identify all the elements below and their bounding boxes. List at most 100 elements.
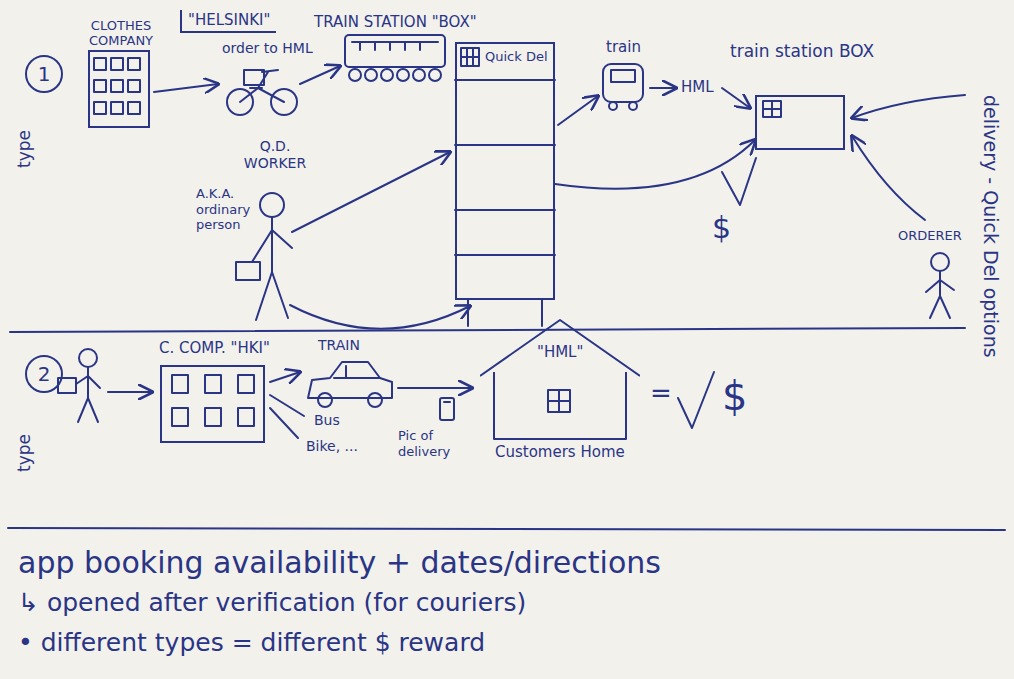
- car: [334, 366, 380, 378]
- station-box: train station BOX: [755, 95, 845, 150]
- type-note: type: [14, 434, 34, 472]
- flow-arrow: [154, 84, 218, 92]
- train-wagons: [365, 69, 377, 81]
- building-windows: [111, 102, 123, 114]
- type-number-circle: 1: [25, 55, 63, 93]
- locker-compartments: [468, 300, 542, 326]
- building-windows: [94, 58, 106, 70]
- train-wagons: [397, 69, 409, 81]
- company-building: CLOTHES COMPANY: [88, 50, 150, 128]
- flow-arrow: [852, 95, 965, 118]
- flow-arrow: [650, 87, 676, 89]
- city-tag: "HELSINKI": [180, 10, 276, 33]
- building-windows: [128, 102, 140, 114]
- courier-bike: [244, 70, 264, 85]
- house-line: [548, 390, 570, 412]
- house-line: [480, 320, 640, 376]
- flow-arrow: [292, 152, 450, 232]
- order-note: order to HML: [222, 40, 313, 57]
- sender-figure: [58, 349, 100, 422]
- feature-note: ↳ opened after verification (for courier…: [18, 588, 526, 618]
- building-windows: [205, 375, 221, 393]
- node-subtext: Customers Home: [495, 444, 625, 461]
- node-text: TRAIN STATION "BOX": [314, 14, 477, 31]
- train-wagons: [345, 35, 445, 67]
- building-windows: [172, 408, 188, 426]
- flow-arrow: [852, 136, 925, 220]
- worker-figure: [252, 217, 292, 320]
- feature-note: app booking availability + dates/directi…: [18, 545, 661, 581]
- node-text: CLOTHES COMPANY: [78, 19, 164, 49]
- courier-bike: [240, 70, 284, 102]
- worker-figure: [236, 262, 260, 280]
- locker-compartments: [455, 48, 555, 326]
- small-train: [603, 64, 643, 110]
- node-text: Quick Del: [485, 50, 548, 65]
- car: [308, 362, 392, 398]
- customer-house: "HML"Customers Home: [480, 318, 640, 440]
- orderer-figure: [926, 271, 954, 318]
- photo-note: Pic of delivery: [398, 428, 472, 459]
- building-windows: [205, 408, 221, 426]
- node-text: 2: [38, 363, 51, 386]
- feature-note: • different types = different $ reward: [18, 628, 485, 658]
- phone-icon: [440, 398, 454, 420]
- type-note: type: [14, 130, 34, 168]
- node-text: 1: [38, 63, 51, 86]
- transport-option: Bike, ...: [306, 438, 358, 455]
- payment-sign: $: [722, 372, 747, 420]
- building-windows: [128, 58, 140, 70]
- small-train: [603, 64, 643, 102]
- train-wagons: [429, 69, 441, 81]
- parcel-locker: Quick Del: [455, 42, 555, 300]
- small-train: [609, 102, 617, 110]
- node-text: C. COMP. "HKI": [159, 340, 270, 357]
- train-wagons: [352, 42, 438, 50]
- node-text: "HELSINKI": [188, 12, 270, 29]
- locker-compartments: [455, 80, 555, 255]
- destination-label: HML: [681, 78, 714, 96]
- phone-icon: [444, 401, 450, 403]
- orderer-figure: [931, 253, 949, 271]
- sketch-strokes: [8, 35, 1005, 530]
- transport-option: TRAIN: [318, 337, 360, 354]
- building-windows: [128, 80, 140, 92]
- building-windows: [111, 58, 123, 70]
- sender-figure: [58, 378, 76, 393]
- check-mark: [722, 158, 756, 205]
- building-windows: [238, 408, 254, 426]
- building-windows: [94, 80, 106, 92]
- transport-option: Bus: [314, 412, 340, 429]
- train-wagons: [349, 69, 361, 81]
- flow-arrow: [108, 391, 152, 393]
- orderer-figure: [926, 253, 954, 318]
- train-wagons: [381, 69, 393, 81]
- house-outline: [480, 318, 640, 440]
- worker-note: A.K.A. ordinary person: [196, 186, 262, 233]
- car: [308, 362, 392, 407]
- house-line: [494, 372, 626, 439]
- building-windows: [111, 80, 123, 92]
- node-text: train station BOX: [730, 42, 874, 62]
- locker-compartments: [461, 48, 479, 66]
- train-station: TRAIN STATION "BOX": [345, 35, 445, 83]
- building-windows: [94, 102, 106, 114]
- flow-arrow: [398, 387, 472, 389]
- small-train: [629, 102, 637, 110]
- orderer-label: ORDERER: [898, 228, 962, 244]
- car: [368, 393, 382, 407]
- type-number-circle: 2: [25, 355, 63, 393]
- flow-arrow: [108, 66, 965, 438]
- flow-arrow: [300, 66, 340, 84]
- worker-label: Q.D. WORKER: [236, 138, 314, 172]
- equals-sign: =: [650, 378, 672, 409]
- node-text: "HML": [537, 344, 583, 361]
- worker-figure: [260, 193, 284, 217]
- building-windows: [172, 375, 254, 426]
- payment-sign: $: [712, 210, 731, 246]
- car: [318, 393, 332, 407]
- building-windows: [94, 58, 140, 114]
- train-label: train: [606, 38, 641, 56]
- phone-icon: [440, 398, 454, 420]
